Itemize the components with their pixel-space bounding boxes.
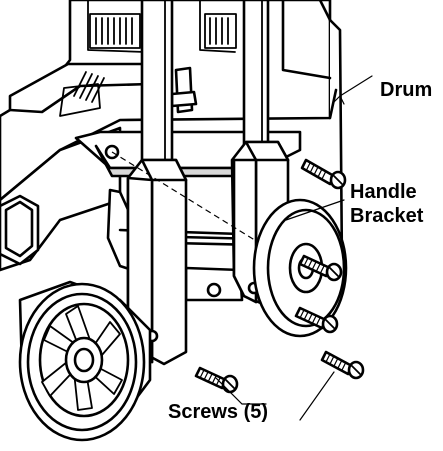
handle-bracket-leader-line bbox=[285, 199, 345, 221]
drum-label: Drum bbox=[380, 79, 432, 101]
screw-5 bbox=[194, 366, 239, 394]
left-wheel bbox=[18, 280, 152, 442]
screw-2 bbox=[298, 254, 343, 282]
screw-3 bbox=[294, 306, 339, 334]
drum-leader-arrow bbox=[333, 94, 345, 105]
handle-bracket-label-line1: Handle bbox=[350, 181, 417, 203]
screws-leader-line-right bbox=[299, 371, 335, 421]
screw-4 bbox=[320, 350, 365, 380]
screw-1 bbox=[300, 158, 347, 190]
handle-bracket-left bbox=[126, 158, 188, 366]
screw-hole bbox=[206, 282, 222, 298]
handle-tubes bbox=[140, 0, 270, 174]
screws-label: Screws (5) bbox=[168, 401, 268, 423]
drum-leader-line bbox=[339, 75, 373, 97]
vent-slots bbox=[89, 13, 237, 49]
handle-bracket-label-line2: Bracket bbox=[350, 205, 424, 227]
screws-leader-line-left bbox=[215, 377, 267, 405]
